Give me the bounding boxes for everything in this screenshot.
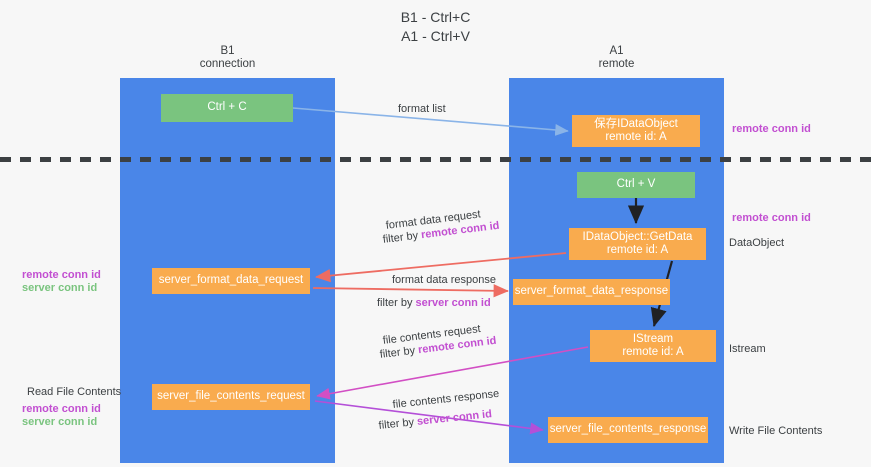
edge-label-format-data-response-filter: filter by server conn id [377,296,491,310]
filter-prefix: filter by [378,415,418,432]
annotation-left-server-conn-id-bottom: server conn id [22,416,98,428]
box-ctrl-v-label: Ctrl + V [616,178,656,191]
annotation-left-server-conn-id-mid: server conn id [22,282,98,294]
box-server-file-contents-response[interactable]: server_file_contents_response [548,417,708,443]
box-save-idataobject-line1: 保存IDataObject [594,117,678,130]
arrow-format-data-response [312,284,509,298]
arrow-format-list [292,107,569,136]
title-line-2: A1 - Ctrl+V [401,28,470,44]
column-header-b1: B1 connection [120,45,335,71]
edge-label-format-list: format list [398,102,446,116]
box-server-file-contents-request[interactable]: server_file_contents_request [152,384,310,410]
annotation-dataobject: DataObject [729,237,785,249]
filter-prefix: filter by [377,297,416,309]
box-idataobject-getdata-line2: remote id: A [606,244,669,256]
box-ctrl-c-label: Ctrl + C [207,101,247,114]
filter-key-server-conn-id: server conn id [415,297,491,309]
box-idataobject-getdata[interactable]: IDataObject::GetData remote id: A [569,228,706,260]
box-istream-line2: remote id: A [622,346,684,358]
box-idataobject-getdata-line1: IDataObject::GetData [582,230,693,243]
annotation-write-file-contents: Write File Contents [729,425,823,437]
box-server-file-contents-request-label: server_file_contents_request [157,390,305,403]
column-header-b1-role: connection [199,58,256,70]
annotation-remote-conn-id-top: remote conn id [732,123,811,135]
column-header-a1: A1 remote [509,45,724,71]
column-header-a1-role: remote [598,58,635,70]
box-save-idataobject[interactable]: 保存IDataObject remote id: A [572,115,700,147]
box-server-format-data-request-label: server_format_data_request [158,274,304,287]
box-istream-line1: IStream [632,332,674,345]
annotation-left-remote-conn-id-bottom: remote conn id [22,403,101,415]
column-header-a1-name: A1 [609,45,624,57]
arrow-file-contents-request [316,346,589,400]
box-ctrl-c[interactable]: Ctrl + C [161,94,293,122]
box-server-format-data-response[interactable]: server_format_data_response [513,279,670,305]
column-header-b1-name: B1 [220,45,235,57]
diagram-title: B1 - Ctrl+C A1 - Ctrl+V [0,8,871,46]
edge-label-format-data-response-text: format data response [392,274,496,286]
box-ctrl-v[interactable]: Ctrl + V [577,172,695,198]
edge-label-format-data-response: format data response [392,273,496,287]
box-server-format-data-response-label: server_format_data_response [514,285,669,298]
edge-label-format-list-text: format list [398,103,446,115]
annotation-remote-conn-id-mid: remote conn id [732,212,811,224]
arrow-format-data-request [315,252,567,283]
box-server-format-data-request[interactable]: server_format_data_request [152,268,310,294]
annotation-read-file-contents: Read File Contents [27,386,122,398]
title-line-1: B1 - Ctrl+C [400,9,471,25]
arrow-file-contents-response [314,400,544,435]
box-server-file-contents-response-label: server_file_contents_response [549,423,707,436]
box-save-idataobject-line2: remote id: A [605,131,667,143]
phase-divider [0,157,871,162]
annotation-istream: Istream [729,343,766,355]
box-istream[interactable]: IStream remote id: A [590,330,716,362]
annotation-left-remote-conn-id-mid: remote conn id [22,269,101,281]
